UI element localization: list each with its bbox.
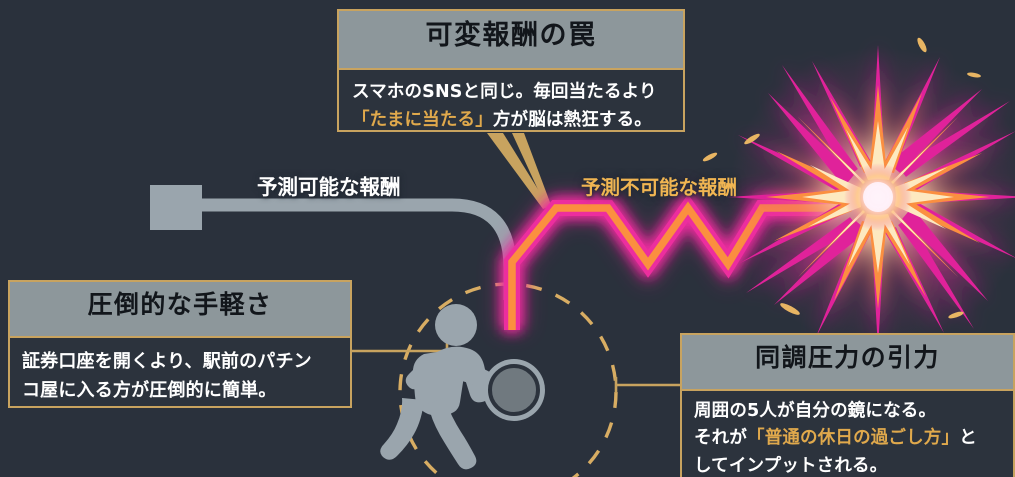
leader-pointer-variable-2 bbox=[512, 133, 551, 207]
card-overwhelming-ease-body: 証券口座を開くより、駅前のパチン コ屋に入る方が圧倒的に簡単。 bbox=[10, 338, 350, 405]
label-unpredictable-reward: 予測不可能な報酬 bbox=[581, 176, 738, 199]
person-pictogram bbox=[380, 304, 505, 470]
card-overwhelming-ease-line1: 証券口座を開くより、駅前のパチン bbox=[22, 351, 312, 372]
card-variable-reward-highlight: 「たまに当たる」 bbox=[352, 109, 493, 130]
gray-square-start bbox=[150, 185, 202, 230]
card-peer-pressure[interactable]: 同調圧力の引力 周囲の5人が自分の鏡になる。 それが「普通の休日の過ごし方」と … bbox=[680, 333, 1015, 477]
machine-knob[interactable] bbox=[483, 359, 545, 421]
card-peer-pressure-line2-post: と bbox=[959, 428, 977, 449]
card-overwhelming-ease-line2: コ屋に入る方が圧倒的に簡単。 bbox=[22, 380, 277, 402]
card-variable-reward-line2: 「たまに当たる」方が脳は熱狂する。 bbox=[352, 107, 672, 135]
card-variable-reward[interactable]: 可変報酬の罠 スマホのSNSと同じ。毎回当たるより 「たまに当たる」方が脳は熱狂… bbox=[337, 9, 685, 132]
card-overwhelming-ease[interactable]: 圧倒的な手軽さ 証券口座を開くより、駅前のパチン コ屋に入る方が圧倒的に簡単。 bbox=[8, 280, 352, 408]
person-leg-back bbox=[380, 398, 424, 460]
person-head bbox=[435, 304, 477, 346]
card-variable-reward-body: スマホのSNSと同じ。毎回当たるより 「たまに当たる」方が脳は熱狂する。 bbox=[339, 70, 683, 134]
person-arm-back bbox=[405, 358, 439, 390]
card-variable-reward-title: 可変報酬の罠 bbox=[339, 11, 683, 70]
card-peer-pressure-body: 周囲の5人が自分の鏡になる。 それが「普通の休日の過ごし方」と してインプットさ… bbox=[682, 391, 1013, 477]
card-peer-pressure-title: 同調圧力の引力 bbox=[682, 335, 1013, 391]
label-predictable-reward: 予測可能な報酬 bbox=[257, 175, 401, 199]
jackpot-starburst bbox=[702, 37, 1015, 349]
card-variable-reward-line1: スマホのSNSと同じ。毎回当たるより bbox=[352, 82, 657, 102]
card-peer-pressure-line3: してインプットされる。 bbox=[694, 455, 888, 476]
card-peer-pressure-line2: それが「普通の休日の過ごし方」と bbox=[694, 425, 1003, 452]
card-peer-pressure-line1: 周囲の5人が自分の鏡になる。 bbox=[694, 401, 937, 421]
leader-pointer-variable bbox=[487, 133, 549, 209]
spark-particles bbox=[702, 37, 981, 319]
card-overwhelming-ease-title: 圧倒的な手軽さ bbox=[10, 282, 350, 338]
card-variable-reward-line2-rest: 方が脳は熱狂する。 bbox=[492, 109, 652, 130]
card-peer-pressure-highlight: 「普通の休日の過ごし方」 bbox=[747, 428, 960, 449]
card-peer-pressure-line2-pre: それが bbox=[694, 428, 748, 449]
person-leg-front bbox=[428, 398, 477, 470]
